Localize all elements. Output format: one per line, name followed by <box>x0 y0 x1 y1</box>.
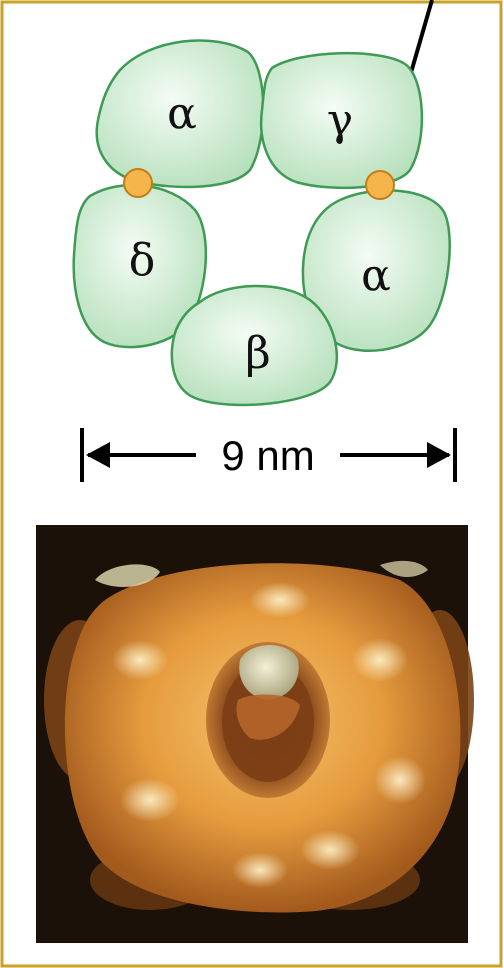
subunit-beta-label: β <box>245 328 270 379</box>
subunit-gamma: γ <box>261 53 422 188</box>
subunit-gamma-label: γ <box>327 95 353 146</box>
binding-site-right <box>366 171 394 199</box>
reconstruction-photo <box>36 525 474 943</box>
subunit-alpha-top-label: α <box>167 88 197 139</box>
subunit-alpha-right-label: α <box>361 250 391 301</box>
subunit-beta: β <box>172 286 337 405</box>
subunit-delta-label: δ <box>129 235 156 286</box>
scale-bar-label: 9 nm <box>221 432 314 479</box>
binding-site-left <box>124 169 152 197</box>
